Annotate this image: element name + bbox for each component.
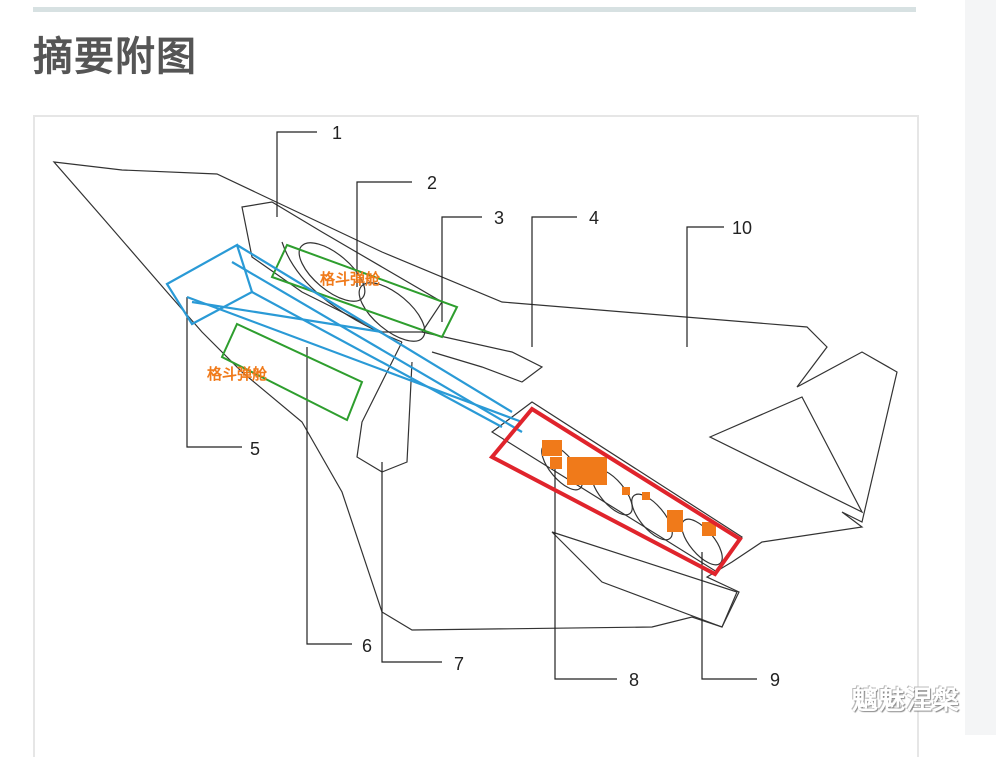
aircraft-drawing: 1 2 3 4 5 6 7 8 9 10 格斗弹舱 格斗弹舱 (52, 123, 898, 690)
callout-3: 3 (494, 208, 504, 228)
callout-10: 10 (732, 218, 752, 238)
side-gutter (965, 0, 996, 735)
callout-8: 8 (629, 670, 639, 690)
callout-4: 4 (589, 208, 599, 228)
abstract-figure: 1 2 3 4 5 6 7 8 9 10 格斗弹舱 格斗弹舱 (33, 115, 919, 757)
bay-label-lower: 格斗弹舱 (207, 365, 268, 383)
blue-sightlines (165, 243, 523, 433)
callout-7: 7 (454, 654, 464, 674)
divider (33, 7, 916, 12)
callout-9: 9 (770, 670, 780, 690)
callout-1: 1 (332, 123, 342, 143)
callout-2: 2 (427, 173, 437, 193)
callout-5: 5 (250, 439, 260, 459)
page-title: 摘要附图 (33, 34, 197, 80)
red-highlight-box (488, 406, 743, 577)
watermark: 魑魅涅槃 (852, 686, 961, 716)
callout-leaders (186, 131, 757, 680)
orange-marks (542, 440, 716, 536)
aircraft-outline (52, 161, 898, 631)
green-bay-boxes (220, 243, 459, 422)
callout-6: 6 (362, 636, 372, 656)
bay-label-upper: 格斗弹舱 (320, 270, 381, 288)
